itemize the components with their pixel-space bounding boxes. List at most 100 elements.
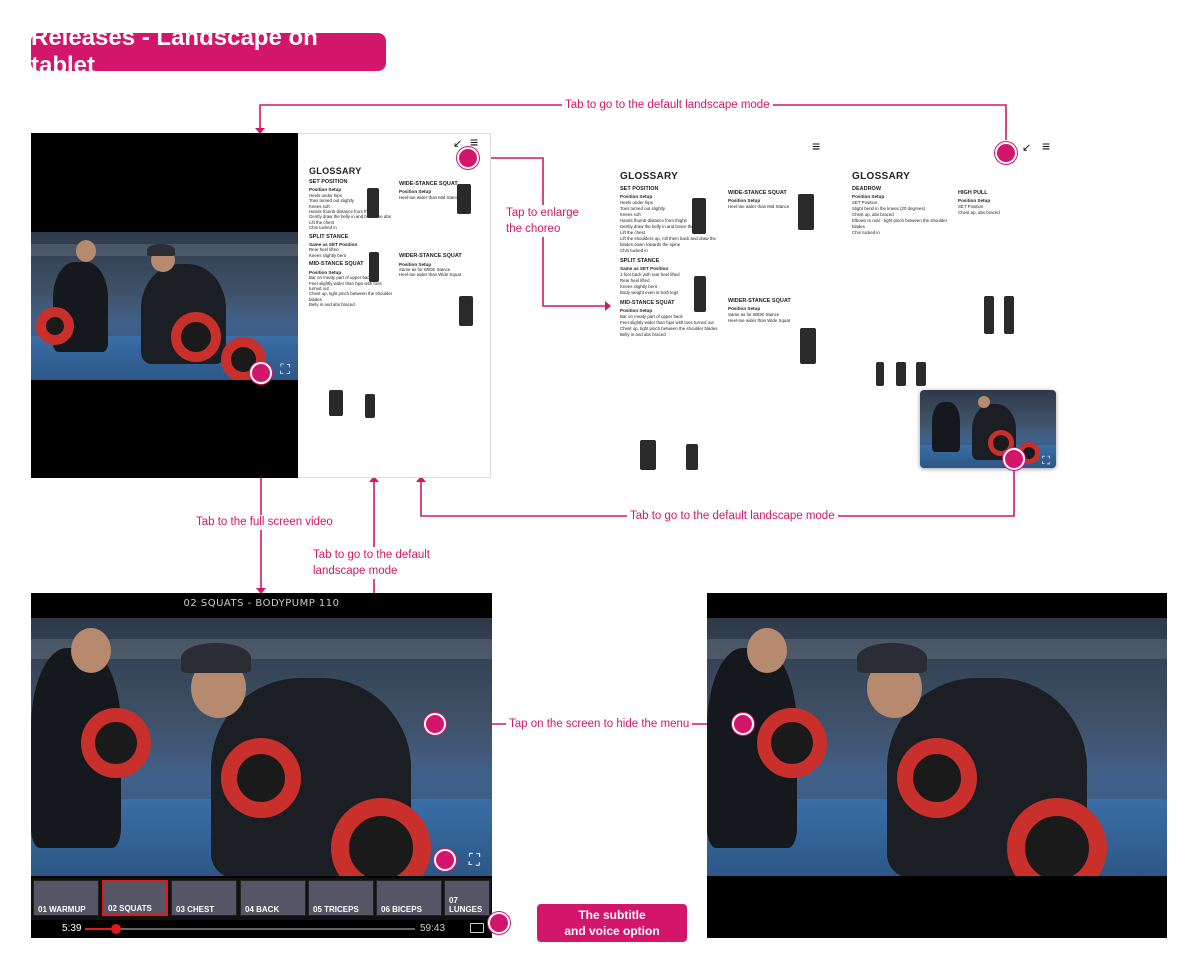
line: Feet slightly wider than hips with toes … — [309, 280, 382, 291]
line: Hands thumb-distance from thighs — [620, 218, 687, 223]
progress-knob[interactable] — [111, 924, 122, 934]
time-total: 59:43 — [420, 923, 446, 934]
exercise-figure — [1004, 296, 1014, 334]
line: Heel-toe wider than Mid Stance — [728, 204, 790, 209]
line: Knees slightly bent — [309, 252, 346, 258]
collapse-icon[interactable]: ⛶ — [468, 852, 482, 869]
chapter-thumb[interactable]: 01 WARMUP — [33, 880, 99, 916]
hotspot-full-screen[interactable] — [250, 362, 272, 384]
exercise-figure — [365, 394, 375, 418]
chapter-thumb[interactable]: 04 BACK — [240, 880, 306, 916]
collapse-icon[interactable]: ↙ — [1022, 142, 1032, 154]
section-sub: Position Setup — [309, 187, 342, 193]
line: Knees slightly bent — [620, 284, 657, 289]
exercise-figure — [984, 296, 994, 334]
section-sub: Position Setup — [309, 269, 342, 275]
time-elapsed: 5:39 — [62, 923, 82, 934]
line: Body weight even in both legs — [620, 290, 679, 295]
hotspot-show-menu[interactable] — [732, 713, 754, 735]
exercise-figure — [329, 390, 343, 416]
line: Gently draw the belly in and brace the a… — [620, 224, 703, 229]
line: Lift the shoulders up, roll them back an… — [620, 236, 716, 247]
hotspot-default-top[interactable] — [995, 142, 1017, 164]
exercise-figure — [916, 362, 926, 386]
chapter-thumb[interactable]: 03 CHEST — [171, 880, 237, 916]
exercise-figure — [367, 188, 379, 218]
expand-icon[interactable]: ⛶ — [1042, 455, 1052, 467]
section-title: SET POSITION — [620, 186, 659, 192]
section-title: MID-STANCE SQUAT — [620, 300, 675, 306]
hamburger-icon[interactable]: ≡ — [1042, 138, 1051, 154]
line: Bar on meaty part of upper back — [620, 314, 683, 319]
exercise-figure — [457, 184, 471, 214]
hotspot-subtitle[interactable] — [488, 912, 510, 934]
section-sub: Position Setup — [852, 194, 885, 199]
line: Chin tucked in — [309, 225, 337, 231]
hamburger-icon[interactable]: ≡ — [812, 138, 821, 154]
line: Chest up, abs braced — [958, 210, 1000, 215]
exercise-figure — [800, 328, 816, 364]
section-sub: Same as SET Position — [309, 242, 358, 248]
line: Lift the chest — [620, 230, 645, 235]
chapter-thumb[interactable]: 06 BICEPS — [376, 880, 442, 916]
collapse-icon[interactable]: ↙ — [453, 138, 463, 150]
subtitle-option-callout: The subtitle and voice option — [537, 904, 687, 942]
progress-track[interactable] — [85, 928, 415, 930]
annotation-enlarge: Tap to enlarge the choreo — [506, 205, 579, 237]
line: Heel-toe wider than Wide Squat — [399, 272, 461, 278]
section-title: MID-STANCE SQUAT — [309, 261, 364, 268]
section-title: WIDE-STANCE SQUAT — [728, 190, 787, 196]
page-title: Releases - Landscape on tablet — [31, 24, 386, 79]
full-screen-video[interactable]: ⛶ — [31, 618, 492, 876]
pip-video[interactable]: ⛶ — [920, 390, 1056, 468]
chapter-thumb[interactable]: 05 TRICEPS — [308, 880, 374, 916]
annotation-default-2: Tab to go to the default landscape mode — [313, 547, 431, 579]
line: Knees soft — [620, 212, 641, 217]
chapter-thumb[interactable]: 07 LUNGES — [444, 880, 490, 916]
section-sub: Position Setup — [620, 308, 653, 313]
line: Belly in and abs braced — [309, 302, 355, 308]
line: Same as for WIDE Stance — [399, 267, 451, 273]
line: Lift the chest — [309, 219, 334, 225]
annotation-hide-menu: Tap on the screen to hide the menu — [506, 717, 693, 732]
exercise-figure — [896, 362, 906, 386]
exercise-figure — [640, 440, 656, 470]
player-title: 02 SQUATS - BODYPUMP 110 — [183, 598, 340, 609]
line: Hands thumb-distance from thighs — [309, 209, 376, 215]
line: Heel-toe wider than Wide Squat — [728, 318, 790, 323]
hotspot-enlarge[interactable] — [457, 147, 479, 169]
line: Chest up, abs braced — [852, 212, 894, 217]
line: Chest up, tight pinch between the should… — [309, 291, 393, 302]
section-sub: Position Setup — [399, 189, 432, 195]
section-sub: Position Setup — [620, 194, 653, 199]
hotspot-hide-menu[interactable] — [424, 713, 446, 735]
hotspot-default-mode[interactable] — [434, 849, 456, 871]
subtitle-icon[interactable] — [470, 923, 484, 933]
line: Knees soft — [309, 203, 330, 209]
section-title: WIDE-STANCE SQUAT — [399, 181, 458, 187]
section-title: SPLIT STANCE — [309, 233, 349, 240]
workout-video[interactable]: ⛶ — [31, 232, 298, 380]
annotation-top: Tab to go to the default landscape mode — [562, 98, 773, 113]
line: Elbows to rear - tight pinch between the… — [852, 218, 948, 229]
full-screen-video-clean[interactable] — [707, 618, 1167, 876]
line: SET Position — [852, 200, 878, 205]
line: Heel-toe wider than Mid Stance — [399, 194, 461, 200]
line: 1 foot back with rear heel lifted — [620, 272, 680, 277]
exercise-figure — [369, 252, 379, 282]
hotspot-default-bottom[interactable] — [1003, 448, 1025, 470]
expand-icon[interactable]: ⛶ — [280, 361, 292, 377]
line: Same as for WIDE Stance — [728, 312, 780, 317]
chapter-thumb-active[interactable]: 02 SQUATS — [102, 880, 168, 916]
line: Gently draw the belly in and brace the a… — [309, 214, 392, 220]
line: Feet slightly wider than hips with toes … — [620, 320, 714, 325]
line: Toes turned out slightly — [309, 198, 354, 204]
line: Rear heel lifted — [309, 247, 339, 253]
hamburger-icon[interactable]: ≡ — [470, 134, 479, 150]
section-sub: Position Setup — [958, 198, 991, 203]
section-sub: Position Setup — [728, 198, 761, 203]
doc-heading: GLOSSARY — [852, 171, 911, 182]
choreo-document[interactable]: ↙ ≡ GLOSSARY SET POSITION Position Setup… — [305, 134, 490, 460]
exercise-figure — [798, 194, 814, 230]
section-title: HIGH PULL — [958, 190, 988, 196]
